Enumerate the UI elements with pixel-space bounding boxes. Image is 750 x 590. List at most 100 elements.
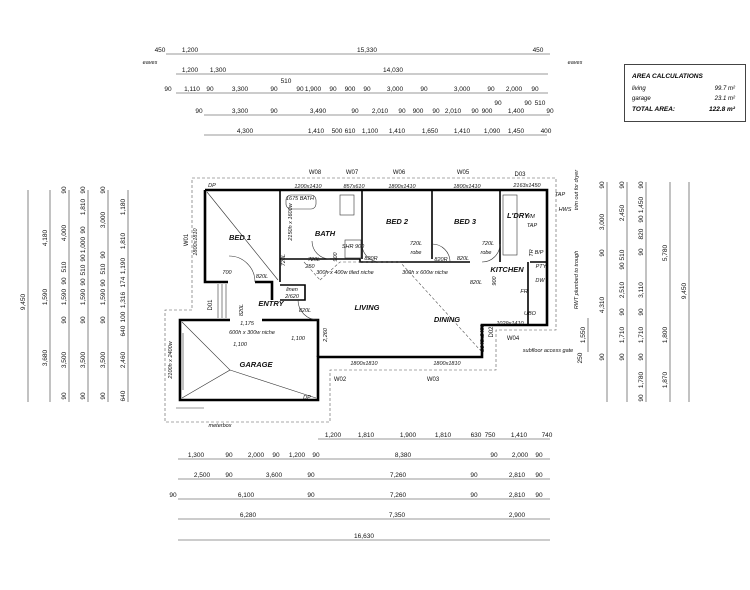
plan-annotation: 1,100: [291, 336, 306, 342]
entry-steps: [217, 284, 227, 318]
door-swing: [431, 243, 451, 263]
dimension-label: 2,000: [512, 452, 529, 459]
plan-annotation: UBO: [524, 311, 537, 317]
room-label-bath: BATH: [315, 229, 336, 238]
dimension-label: 3,490: [310, 108, 327, 115]
dimension-label: 90: [531, 86, 539, 93]
window-tag: D02: [489, 326, 495, 338]
plan-annotation: 700: [222, 270, 232, 276]
plan-note: meterbox: [209, 423, 232, 429]
dimension-label: 1,590: [100, 288, 107, 305]
room-label-kitchen: KITCHEN: [490, 265, 524, 274]
plan-annotation: TAP: [527, 223, 538, 229]
dimension-label: 90: [420, 86, 428, 93]
area-value: 99.7 m²: [714, 86, 735, 92]
dimension-label: 1,810: [358, 432, 375, 439]
dimension-label: 90: [470, 492, 478, 499]
dimension-label: 1,200: [182, 47, 199, 54]
dimension-label: 3,500: [80, 351, 87, 368]
dimension-label: 1,810: [435, 432, 452, 439]
dimension-label: 90: [307, 472, 315, 479]
roof-line: [206, 191, 279, 281]
dimension-label: 1,300: [210, 67, 227, 74]
plan-note: 300h x 400w tiled niche: [316, 270, 373, 276]
dimension-label: 90: [494, 100, 502, 107]
dimension-label: 4,300: [237, 128, 254, 135]
dimension-label: 1,590: [61, 288, 68, 305]
total-area-label: TOTAL AREA:: [632, 106, 676, 113]
plan-annotation: 820R: [364, 256, 377, 262]
dimension-label: 3,000: [599, 213, 606, 230]
dimension-label: 90: [270, 86, 278, 93]
dimension-label: 90: [599, 249, 606, 257]
plan-annotation: PTY: [536, 264, 547, 270]
plan-annotation: 1675 BATH: [286, 196, 314, 202]
dimension-label: 3,680: [42, 349, 49, 366]
dimension-label: 510: [535, 100, 546, 107]
dimension-label: 1,110: [184, 86, 200, 93]
dimension-label: 3,300: [232, 86, 249, 93]
dimension-label: 90: [100, 251, 107, 259]
dimension-label: 16,630: [354, 533, 374, 540]
plan-annotation: 720L: [410, 241, 422, 247]
dimension-label: 1,200: [182, 67, 199, 74]
dimension-label: 2,010: [445, 108, 462, 115]
plan-annotation: DP: [208, 183, 216, 189]
dimension-label: 1,180: [120, 198, 127, 215]
dimension-label: 500: [332, 128, 343, 135]
plan-annotation: 820L: [299, 308, 311, 314]
plan-annotation: linen: [286, 287, 298, 293]
linen-wall: [280, 284, 306, 301]
dimension-label: 1,090: [484, 128, 501, 135]
dimension-label: 90: [524, 100, 532, 107]
dimension-label: 90: [638, 394, 645, 402]
dimension-label: 174: [120, 276, 127, 287]
area-calculations-panel: AREA CALCULATIONS living 99.7 m² garage …: [624, 64, 746, 122]
dimension-label: 1,410: [454, 128, 471, 135]
dimension-label: 9,450: [681, 282, 688, 299]
dimension-label: 510: [61, 261, 68, 272]
plan-annotation: 2/620: [284, 294, 300, 300]
window-size: 1800x1410: [388, 184, 416, 190]
dimension-label: 5,780: [662, 244, 669, 261]
plan-annotation: 1,100: [233, 342, 248, 348]
dimension-label: 90: [638, 181, 645, 189]
window-tag: W03: [427, 377, 440, 383]
room-label-bed-3: BED 3: [454, 217, 477, 226]
dimension-label: 90: [363, 86, 371, 93]
dimension-label: 1,810: [80, 198, 87, 215]
dimension-label: 90: [61, 316, 68, 324]
dimension-label: 14,030: [383, 67, 403, 74]
dimension-label: 90: [535, 472, 543, 479]
plan-annotation: FR: [520, 289, 527, 295]
dimension-label: 510: [281, 78, 292, 85]
plan-annotation: 900: [333, 251, 339, 261]
dimension-label: 1,300: [188, 452, 205, 459]
dimension-label: 1,550: [580, 326, 587, 343]
door-swing: [297, 299, 319, 321]
dimension-label: 90: [619, 181, 626, 189]
dimension-label: 1,400: [508, 108, 525, 115]
plan-annotation: HWS: [559, 207, 572, 213]
dimension-label: 90: [312, 452, 320, 459]
dimension-label: 4,180: [42, 229, 49, 246]
room-label-l-dry: L'DRY: [507, 211, 530, 220]
plan-annotation: 820L: [457, 256, 469, 262]
dimension-label: 3,500: [61, 351, 68, 368]
dimension-label: 90: [599, 353, 606, 361]
dimension-label: 90: [80, 226, 87, 234]
window-tag: D03: [514, 172, 526, 178]
eaves-label: eaves: [568, 60, 583, 66]
room-label-garage: GARAGE: [240, 360, 274, 369]
dimension-label: 1,000: [80, 236, 87, 253]
plan-annotation: 820L: [470, 280, 482, 286]
dimension-label: 900: [345, 86, 356, 93]
dimension-label: 90: [100, 186, 107, 194]
plan-note: RWT plumbed to trough: [574, 251, 580, 309]
dimension-label: 90: [225, 472, 233, 479]
roof-line: [303, 261, 321, 281]
window-size: 1200x1410: [294, 184, 322, 190]
window-tag: W07: [346, 170, 359, 176]
dimension-label: 900: [482, 108, 493, 115]
